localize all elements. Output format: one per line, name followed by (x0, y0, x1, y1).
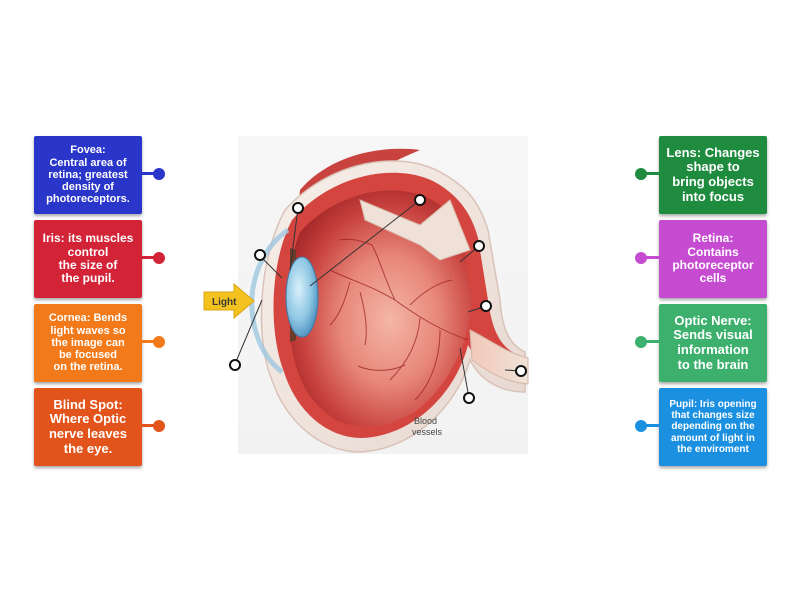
label-card-fovea[interactable]: Fovea: Central area of retina; greatest … (34, 136, 142, 214)
connector (645, 256, 659, 259)
label-text: Cornea: Bends light waves so the image c… (48, 312, 128, 374)
blood-vessels (329, 238, 469, 401)
connector (645, 172, 659, 175)
sclera (295, 148, 420, 250)
drag-handle[interactable] (153, 336, 165, 348)
drop-target-7[interactable] (515, 365, 527, 377)
drop-target-6[interactable] (229, 359, 241, 371)
label-card-lens[interactable]: Lens: Changes shape to bring objects int… (659, 136, 767, 214)
label-card-pupil[interactable]: Pupil: Iris opening that changes size de… (659, 388, 767, 466)
label-text: Fovea: Central area of retina; greatest … (46, 144, 130, 206)
drag-handle[interactable] (635, 168, 647, 180)
label-card-retina[interactable]: Retina: Contains photoreceptor cells (659, 220, 767, 298)
cutaway-notch (359, 199, 471, 261)
drag-handle[interactable] (153, 420, 165, 432)
drop-target-4[interactable] (473, 240, 485, 252)
drop-target-1[interactable] (292, 202, 304, 214)
drag-handle[interactable] (635, 336, 647, 348)
label-card-iris[interactable]: Iris: its muscles control the size of th… (34, 220, 142, 298)
label-text: Optic Nerve: Sends visual information to… (673, 312, 753, 372)
label-text: Lens: Changes shape to bring objects int… (666, 144, 760, 204)
connector (142, 256, 156, 259)
label-text: Iris: its muscles control the size of th… (42, 231, 134, 286)
connector (645, 424, 659, 427)
drop-targets[interactable] (229, 194, 527, 404)
label-text: Blind Spot: Where Optic nerve leaves the… (48, 396, 128, 456)
blood-vessels-label-line1: Blood (414, 416, 437, 426)
label-card-optic-nerve[interactable]: Optic Nerve: Sends visual information to… (659, 304, 767, 382)
blood-vessels-label-line2: vessels (412, 427, 443, 437)
light-arrow-label: Light (212, 297, 237, 308)
label-card-cornea[interactable]: Cornea: Bends light waves so the image c… (34, 304, 142, 382)
drop-target-8[interactable] (463, 392, 475, 404)
connector (142, 172, 156, 175)
lens (285, 256, 319, 338)
drop-target-3[interactable] (254, 249, 266, 261)
drop-target-5[interactable] (480, 300, 492, 312)
drop-target-2[interactable] (414, 194, 426, 206)
connector (142, 424, 156, 427)
drag-handle[interactable] (635, 420, 647, 432)
label-text: Retina: Contains photoreceptor cells (672, 231, 754, 286)
label-text: Pupil: Iris opening that changes size de… (669, 399, 757, 455)
drag-handle[interactable] (153, 168, 165, 180)
drag-handle[interactable] (153, 252, 165, 264)
light-arrow: Light (203, 282, 255, 320)
drag-handle[interactable] (635, 252, 647, 264)
cornea (249, 227, 290, 374)
label-card-blind-spot[interactable]: Blind Spot: Where Optic nerve leaves the… (34, 388, 142, 466)
connector (645, 340, 659, 343)
connector (142, 340, 156, 343)
